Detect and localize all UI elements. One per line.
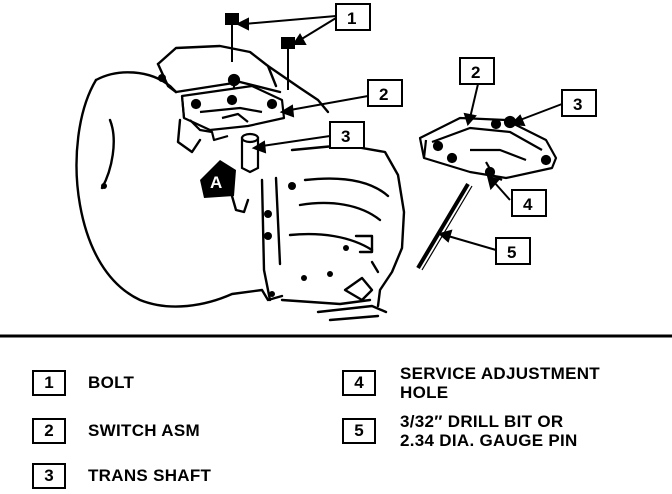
- legend-number-1: 1: [32, 370, 66, 396]
- bolts: [225, 13, 295, 90]
- svg-text:3: 3: [341, 127, 350, 146]
- svg-text:5: 5: [507, 243, 516, 262]
- legend-number-3: 3: [32, 463, 66, 489]
- installed-switch-assembly: [180, 73, 286, 142]
- legend-label-drill-bit-gauge-pin: 3/32″ DRILL BIT OR 2.34 DIA. GAUGE PIN: [400, 412, 578, 450]
- callout-3-installed: 3: [329, 121, 365, 149]
- svg-text:2: 2: [379, 85, 388, 104]
- legend-label-bolt: BOLT: [88, 373, 135, 392]
- gauge-pin: [416, 182, 473, 271]
- callout-5: 5: [495, 237, 531, 265]
- legend-number-5: 5: [342, 418, 376, 444]
- legend-label-trans-shaft: TRANS SHAFT: [88, 466, 212, 485]
- leader-lines: [235, 15, 563, 251]
- housing-fasteners: [101, 74, 349, 297]
- svg-text:1: 1: [347, 9, 356, 28]
- callout-1: 1: [335, 3, 371, 31]
- svg-text:2: 2: [471, 63, 480, 82]
- legend-label-service-adjustment-hole: SERVICE ADJUSTMENT HOLE: [400, 364, 600, 402]
- callout-4: 4: [511, 189, 547, 217]
- callout-2-installed: 2: [367, 79, 403, 107]
- callout-2-detail: 2: [459, 57, 495, 85]
- svg-text:3: 3: [573, 95, 582, 114]
- detail-a-label: A: [210, 173, 222, 192]
- legend-number-2: 2: [32, 418, 66, 444]
- svg-text:4: 4: [523, 195, 533, 214]
- detail-a-tag: A: [200, 160, 236, 198]
- legend-label-switch-asm: SWITCH ASM: [88, 421, 200, 440]
- trans-shaft: [240, 132, 260, 174]
- switch-assembly-detail: [418, 115, 558, 181]
- transmission-housing: [75, 44, 406, 322]
- legend-number-4: 4: [342, 370, 376, 396]
- callout-3-detail: 3: [561, 89, 597, 117]
